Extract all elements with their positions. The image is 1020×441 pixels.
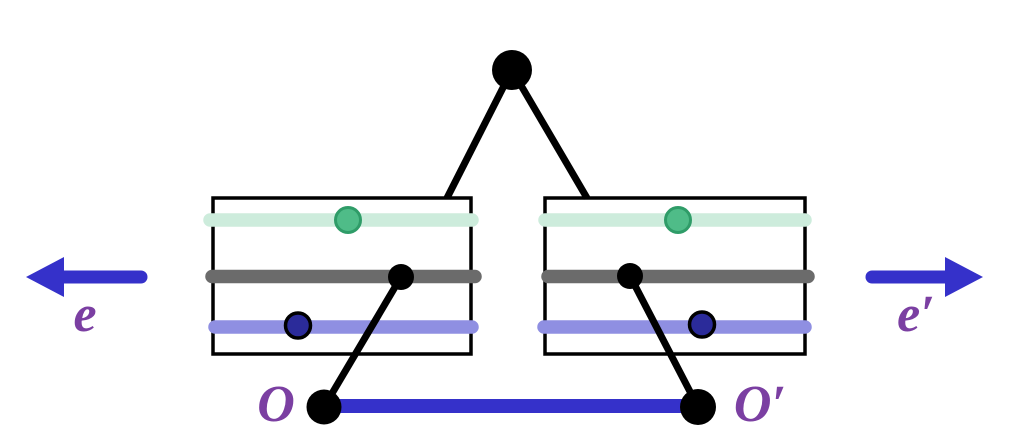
left-black-dot (388, 264, 414, 290)
right-arrow-head-icon (945, 257, 983, 297)
label-O: O (257, 376, 295, 433)
apex-left-line (443, 68, 516, 200)
right-black-dot (617, 263, 643, 289)
right-arrow (865, 257, 983, 297)
left-green-dot (334, 206, 362, 234)
apex-dot (492, 50, 532, 90)
left-box-diagonal-line (320, 275, 405, 409)
right-box-diagonal-line (626, 274, 702, 409)
right-green-dot (664, 206, 692, 234)
right-navy-dot (687, 310, 717, 339)
origin-O-prime-dot (680, 389, 716, 425)
label-e: e (73, 286, 96, 343)
apex-right-line (508, 68, 591, 200)
label-e-prime: e′ (897, 286, 935, 343)
left-arrow-head-icon (26, 257, 64, 297)
left-arrow (26, 257, 148, 297)
left-navy-dot (283, 311, 313, 340)
label-O-prime: O′ (734, 376, 786, 433)
origin-O-dot (306, 389, 342, 425)
